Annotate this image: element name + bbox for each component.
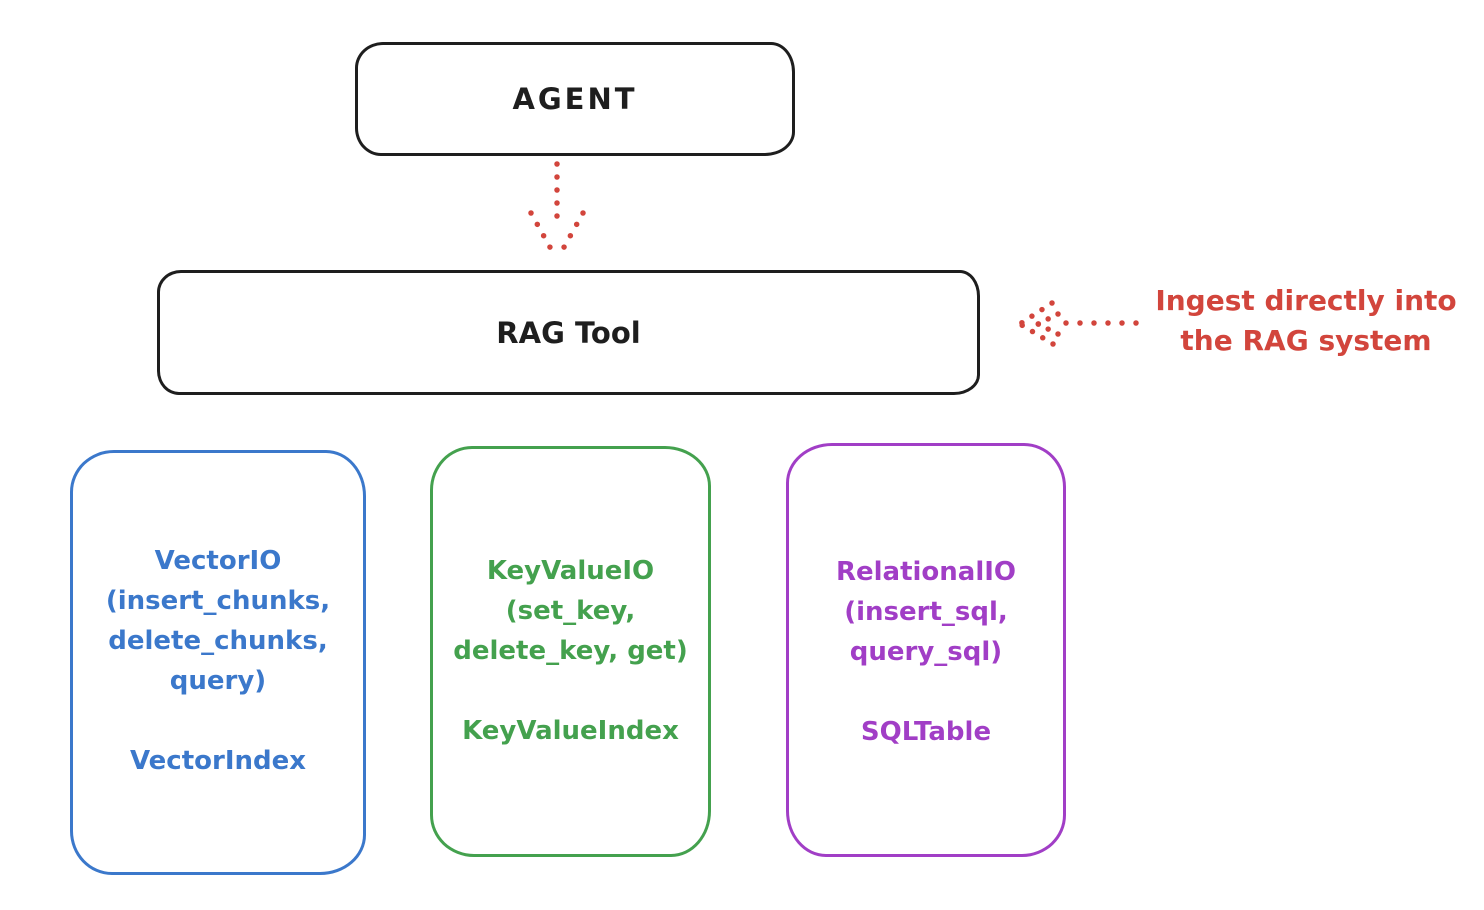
ingest-annotation-line2: the RAG system [1180, 324, 1432, 357]
relational-io-ops-line: query_sql) [849, 637, 1003, 667]
relational-io-index-label: SQLTable [860, 717, 992, 747]
ingest-annotation: Ingest directly into the RAG system [1138, 281, 1474, 361]
agent-node-label: AGENT [512, 82, 638, 116]
relational-io-ops-line: (insert_sql, [844, 597, 1008, 627]
key-value-io-title: KeyValueIO [486, 556, 655, 586]
key-value-io-index-label: KeyValueIndex [462, 716, 679, 746]
arrow-ingest-into-rag-icon [1017, 300, 1139, 347]
agent-node: AGENT [355, 42, 795, 156]
ingest-annotation-line1: Ingest directly into [1155, 284, 1457, 317]
vector-io-ops-line: query) [169, 666, 267, 696]
key-value-io-ops-line: (set_key, [505, 596, 636, 626]
rag-tool-node-label: RAG Tool [496, 315, 641, 350]
relational-io-title: RelationalIO [835, 557, 1017, 587]
vector-io-ops-line: (insert_chunks, [105, 586, 331, 616]
rag-tool-node: RAG Tool [157, 270, 980, 395]
key-value-io-node: KeyValueIO (set_key, delete_key, get) Ke… [430, 446, 711, 857]
vector-io-node: VectorIO (insert_chunks, delete_chunks, … [70, 450, 366, 875]
arrow-agent-to-rag-icon [528, 161, 586, 261]
vector-io-title: VectorIO [154, 546, 282, 576]
vector-io-ops-line: delete_chunks, [108, 626, 328, 656]
vector-io-index-label: VectorIndex [129, 746, 307, 776]
key-value-io-ops-line: delete_key, get) [453, 636, 688, 666]
relational-io-node: RelationalIO (insert_sql, query_sql) SQL… [786, 443, 1066, 857]
